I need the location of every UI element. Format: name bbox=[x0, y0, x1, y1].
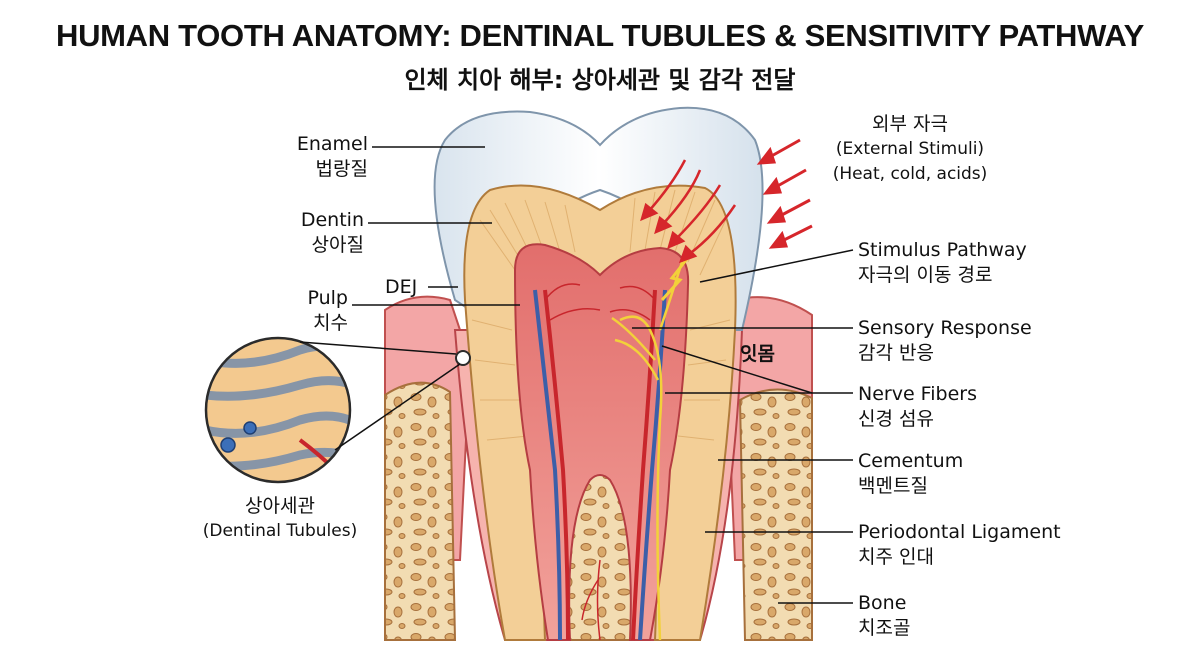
label-dentin-ko: 상아질 bbox=[311, 234, 364, 256]
label-pulp: Pulp 치수 bbox=[260, 286, 348, 336]
label-enamel-en: Enamel bbox=[296, 133, 368, 155]
label-tubules-ko: 상아세관 bbox=[245, 495, 315, 517]
label-cementum: Cementum 백멘트질 bbox=[858, 449, 963, 499]
label-stimuli-ko: 외부 자극 bbox=[872, 113, 948, 135]
label-nerve-en: Nerve Fibers bbox=[858, 383, 977, 405]
alveolar-bone bbox=[384, 381, 457, 641]
label-stimuli-en: (External Stimuli) bbox=[835, 139, 985, 159]
label-external-stimuli: 외부 자극 (External Stimuli) (Heat, cold, ac… bbox=[815, 112, 1005, 187]
label-dej-text: DEJ bbox=[385, 276, 418, 298]
label-enamel: Enamel 법랑질 bbox=[260, 132, 368, 182]
label-ligament-en: Periodontal Ligament bbox=[858, 521, 1061, 543]
label-stimuli-note: (Heat, cold, acids) bbox=[832, 164, 988, 184]
label-tubules: 상아세관 (Dentinal Tubules) bbox=[170, 494, 390, 544]
label-nerve: Nerve Fibers 신경 섬유 bbox=[858, 382, 977, 432]
label-cementum-en: Cementum bbox=[858, 450, 964, 472]
label-nerve-ko: 신경 섬유 bbox=[858, 408, 934, 430]
label-pathway: Stimulus Pathway 자극의 이동 경로 bbox=[858, 238, 1027, 288]
label-ligament-ko: 치주 인대 bbox=[858, 546, 934, 568]
label-tubules-en: (Dentinal Tubules) bbox=[202, 521, 358, 541]
label-enamel-ko: 법랑질 bbox=[315, 158, 368, 180]
label-pulp-en: Pulp bbox=[307, 287, 348, 309]
label-dej: DEJ bbox=[385, 275, 417, 300]
page-title: HUMAN TOOTH ANATOMY: DENTINAL TUBULES & … bbox=[55, 18, 1144, 53]
label-gum: 잇몸 bbox=[740, 342, 775, 367]
alveolar-bone-right bbox=[738, 388, 813, 641]
page-subtitle: 인체 치아 해부: 상아세관 및 감각 전달 bbox=[404, 66, 796, 94]
label-response-ko: 감각 반응 bbox=[858, 342, 934, 364]
label-bone-ko: 치조골 bbox=[858, 617, 911, 639]
label-response-en: Sensory Response bbox=[858, 317, 1032, 339]
label-bone: Bone 치조골 bbox=[858, 591, 910, 641]
external-stimuli-arrows bbox=[756, 138, 813, 249]
label-dentin: Dentin 상아질 bbox=[260, 208, 364, 258]
label-pathway-ko: 자극의 이동 경로 bbox=[858, 264, 993, 286]
label-ligament: Periodontal Ligament 치주 인대 bbox=[858, 520, 1061, 570]
tubule-magnifier bbox=[206, 338, 350, 482]
label-pathway-en: Stimulus Pathway bbox=[858, 239, 1027, 261]
label-dentin-en: Dentin bbox=[300, 209, 364, 231]
label-gum-text: 잇몸 bbox=[740, 343, 775, 365]
label-cementum-ko: 백멘트질 bbox=[858, 475, 928, 497]
label-pulp-ko: 치수 bbox=[313, 312, 348, 334]
label-response: Sensory Response 감각 반응 bbox=[858, 316, 1032, 366]
label-bone-en: Bone bbox=[858, 592, 907, 614]
enamel bbox=[433, 106, 764, 332]
